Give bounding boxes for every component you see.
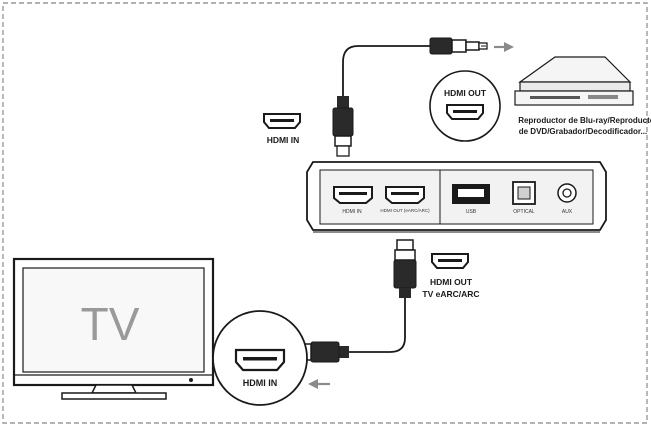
- arrow-right-icon: [494, 42, 514, 52]
- bluray-player-icon: [514, 56, 634, 106]
- player-caption-line1: Reproductor de Blu-ray/Reproductor: [518, 116, 651, 125]
- hdmi-cable-top: [332, 37, 488, 157]
- tv-hdmi-in-zoom: HDMI IN: [212, 310, 308, 406]
- soundbar-hdmi-out-callout: HDMI OUT TV eARC/ARC: [422, 253, 480, 299]
- soundbar-hdmi-in-callout: HDMI IN: [263, 113, 301, 145]
- tv-icon: [12, 257, 215, 400]
- port-usb-label: USB: [466, 209, 477, 215]
- port-optical: OPTICAL: [512, 181, 536, 215]
- port-aux: AUX: [557, 183, 577, 215]
- port-hdmi-out-earc: HDMI OUT (eARC/ARC): [380, 186, 430, 213]
- port-aux-label: AUX: [562, 209, 573, 215]
- tv-hdmi-in-label: HDMI IN: [243, 378, 278, 388]
- port-hdmi-in-label: HDMI IN: [342, 209, 362, 215]
- hdmi-cable-bottom: [290, 239, 417, 363]
- hdmi-out-tv-label-line2: TV eARC/ARC: [422, 289, 479, 299]
- port-hdmi-out-label: HDMI OUT (eARC/ARC): [380, 208, 430, 213]
- player-caption-line2: de DVD/Grabador/Decodificador...: [519, 127, 647, 136]
- port-hdmi-in: HDMI IN: [333, 186, 373, 215]
- dashed-frame: [2, 2, 648, 424]
- hdmi-in-top-label: HDMI IN: [267, 135, 300, 145]
- hdmi-out-tv-label-line1: HDMI OUT: [430, 277, 473, 287]
- arrow-left-icon: [308, 379, 330, 389]
- port-optical-label: OPTICAL: [513, 209, 535, 215]
- player-hdmi-out-label: HDMI OUT: [444, 88, 487, 98]
- port-usb: USB: [452, 184, 490, 215]
- tv-screen-text: TV: [81, 298, 140, 350]
- player-hdmi-out-zoom: HDMI OUT: [429, 70, 501, 142]
